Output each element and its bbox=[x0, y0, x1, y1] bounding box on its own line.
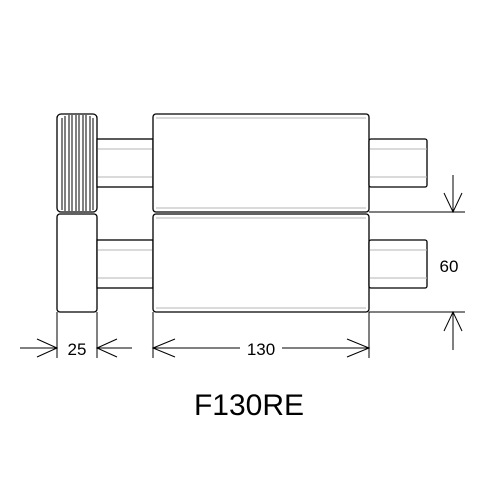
width-dimension-arrows bbox=[20, 338, 132, 358]
left-stub-shaft-bottom bbox=[96, 239, 154, 289]
height-dimension-arrows bbox=[443, 175, 463, 350]
knurled-end-cap bbox=[56, 113, 98, 213]
length-dimension-arrows bbox=[151, 338, 371, 358]
plain-end-cap bbox=[56, 213, 98, 313]
height-dimension-label: 60 bbox=[440, 257, 459, 276]
upper-roller bbox=[152, 113, 370, 213]
model-name: F130RE bbox=[194, 389, 304, 422]
left-stub-shaft-top bbox=[96, 138, 154, 188]
right-shaft-top bbox=[368, 138, 428, 188]
width-dimension-label: 25 bbox=[68, 340, 87, 359]
length-dimension-label: 130 bbox=[247, 340, 275, 359]
right-shaft-bottom bbox=[368, 239, 428, 289]
lower-roller bbox=[152, 213, 370, 313]
knurl-grooves bbox=[61, 115, 94, 211]
